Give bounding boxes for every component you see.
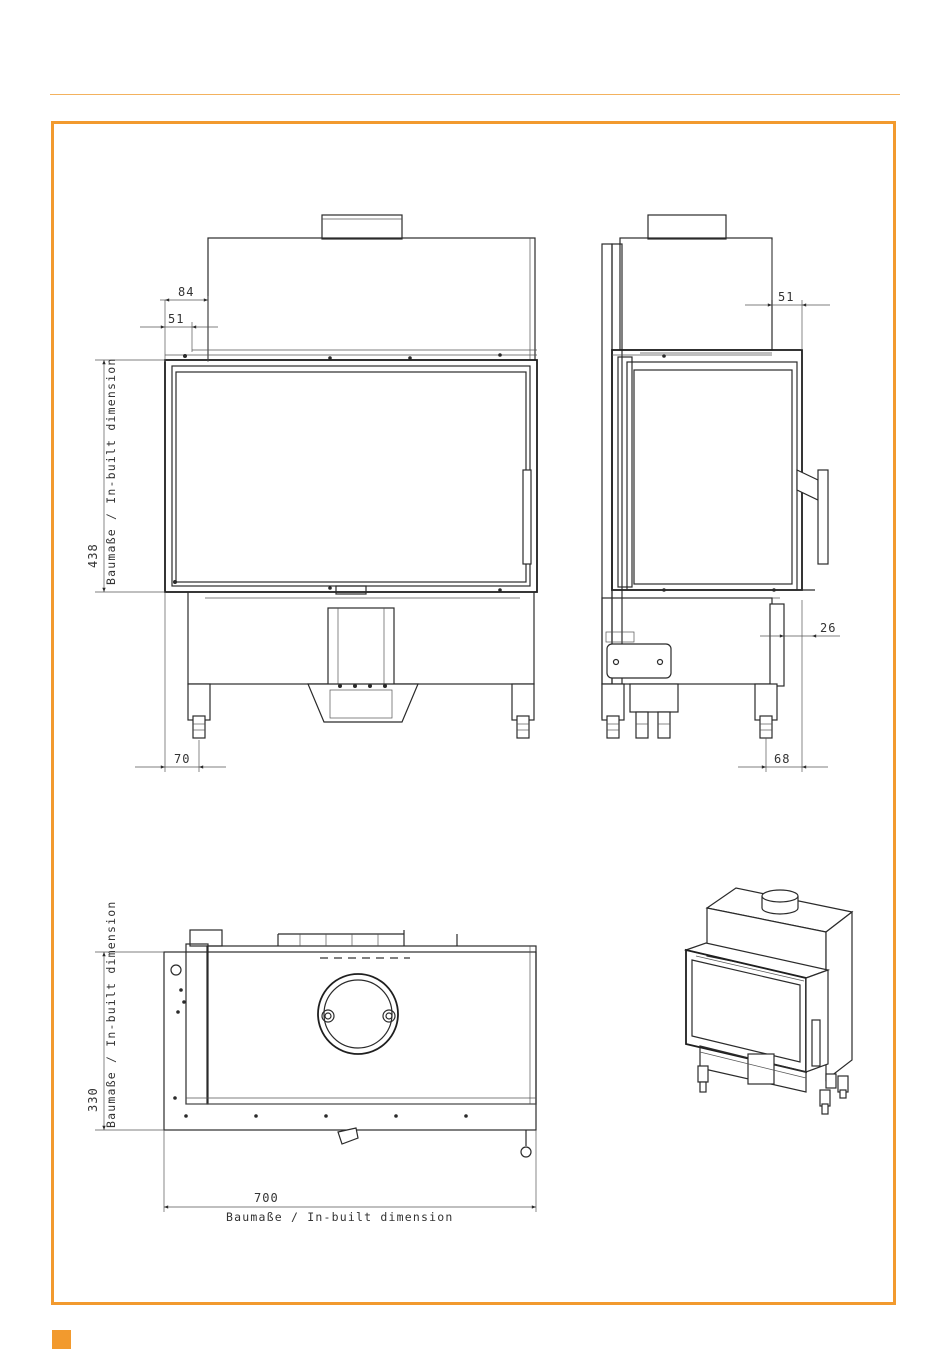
dim-front-438-label: Baumaße / In-built dimension — [104, 358, 118, 585]
isometric-view — [686, 888, 852, 1114]
dim-front-84: 84 — [178, 285, 194, 299]
dim-top-700: 700 — [254, 1191, 279, 1205]
front-view: 84 51 438 Baumaße / In-built dimension 7… — [86, 215, 537, 772]
dim-front-438: 438 — [86, 543, 100, 568]
side-view: 51 26 68 — [602, 215, 840, 772]
dim-top-330: 330 — [86, 1087, 100, 1112]
dim-side-51: 51 — [778, 290, 794, 304]
dim-top-330-label: Baumaße / In-built dimension — [104, 901, 118, 1128]
dim-side-68: 68 — [774, 752, 790, 766]
dim-side-26: 26 — [820, 621, 836, 635]
dim-front-70: 70 — [174, 752, 190, 766]
top-view: 330 Baumaße / In-built dimension 700 Bau… — [86, 901, 536, 1224]
dim-top-700-label: Baumaße / In-built dimension — [226, 1210, 453, 1224]
dim-front-51: 51 — [168, 312, 184, 326]
